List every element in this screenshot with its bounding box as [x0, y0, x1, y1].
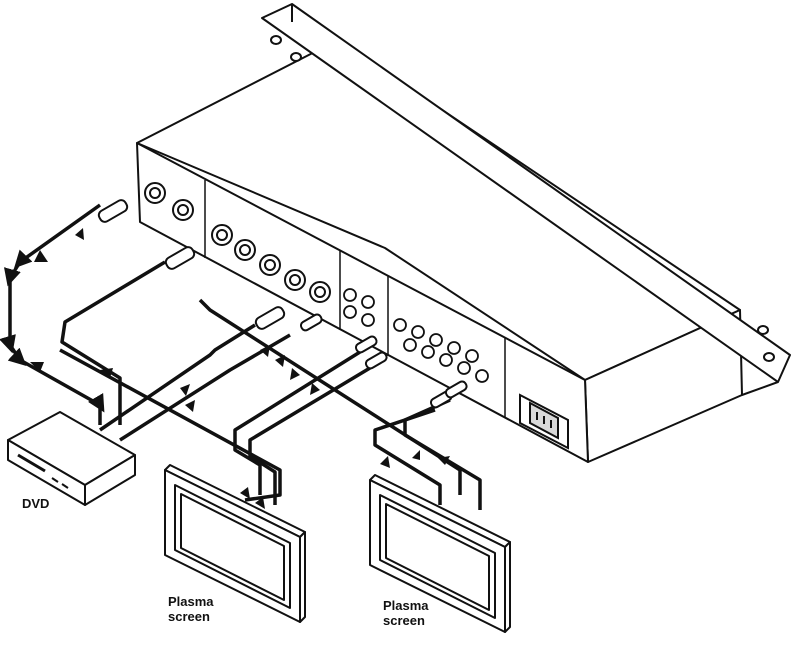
- flow-arrows: [30, 228, 450, 509]
- bnc-connector-icon: [211, 224, 233, 246]
- rca-connector-icon: [447, 341, 461, 355]
- rca-connector-icon: [429, 333, 443, 347]
- rca-connector-icon: [465, 349, 479, 363]
- bnc-connector-icon: [172, 199, 194, 221]
- cable-plasma2-b: [373, 408, 442, 505]
- cable-plasma1-c: [248, 366, 371, 505]
- cable-dvd-video: [0, 203, 105, 425]
- rca-connector-icon: [393, 318, 407, 332]
- rca-connector-icon: [411, 325, 425, 339]
- plasma-screen-1-label: Plasma screen: [168, 594, 214, 624]
- rack-unit: [136, 3, 791, 463]
- rca-connector-icon: [403, 338, 417, 352]
- rca-connector-icon: [457, 361, 471, 375]
- rca-connector-icon: [361, 313, 375, 327]
- bnc-connector-icon: [144, 182, 166, 204]
- bnc-connector-icon: [259, 254, 281, 276]
- mount-hole: [270, 35, 282, 45]
- bnc-connector-icon: [309, 281, 331, 303]
- plasma-screen-2-label: Plasma screen: [383, 598, 429, 628]
- cable-plasma1-b: [233, 350, 361, 495]
- bnc-connector-icon: [234, 239, 256, 261]
- plasma-screen-1-label-line1: Plasma: [168, 594, 214, 609]
- cable-dvd-video-2: [60, 260, 166, 425]
- mount-hole: [290, 52, 302, 62]
- rca-connector-icon: [439, 353, 453, 367]
- rack-mount-ear: [261, 3, 791, 383]
- rca-connector-icon: [343, 305, 357, 319]
- mount-hole: [763, 352, 775, 362]
- plasma-screen-1-label-line2: screen: [168, 609, 210, 624]
- rca-connector-icon: [475, 369, 489, 383]
- plasma-screen-2-label-line2: screen: [383, 613, 425, 628]
- cable-plasma2-a: [198, 298, 462, 495]
- rca-connector-icon: [361, 295, 375, 309]
- mount-hole: [757, 325, 769, 335]
- dvd-label: DVD: [22, 496, 50, 511]
- rca-connectors: [343, 288, 489, 383]
- cable-dvd-audio: [99, 323, 256, 432]
- rca-connector-icon: [343, 288, 357, 302]
- plasma-screen-2-label-line1: Plasma: [383, 598, 429, 613]
- dvd-player-icon: [7, 411, 136, 506]
- cable-plasma2-c: [403, 398, 482, 510]
- cable-plugs: [97, 199, 468, 409]
- plasma-screen-icon: [164, 464, 306, 623]
- power-socket-icon: [519, 393, 569, 450]
- bnc-connector-icon: [284, 269, 306, 291]
- rca-connector-icon: [421, 345, 435, 359]
- bnc-connectors: [144, 182, 331, 303]
- plasma-screen-icon: [369, 474, 511, 633]
